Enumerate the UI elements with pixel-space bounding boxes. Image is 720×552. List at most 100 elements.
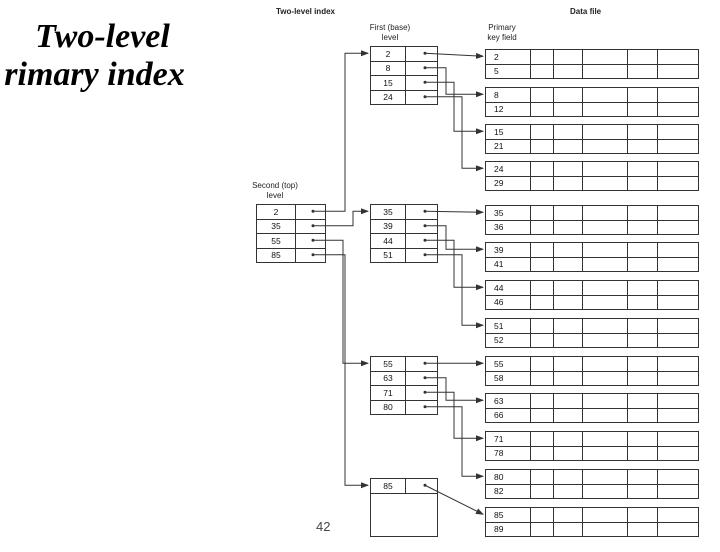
data-record-field: [553, 371, 582, 385]
data-record-field: [582, 220, 627, 234]
data-record-field: [553, 206, 582, 220]
data-record-field: [657, 220, 700, 234]
first-to-data-pointer: [424, 484, 484, 515]
data-record: 52: [485, 332, 700, 348]
data-record: 5: [485, 63, 699, 79]
data-record-field: [657, 281, 700, 295]
first-to-data-pointer: [425, 391, 484, 442]
second-level-entry-key: 2: [257, 205, 296, 219]
data-record-field: [627, 64, 657, 78]
data-record-field: [530, 281, 553, 295]
first-level-entry-key: 71: [371, 386, 406, 400]
first-level-entry: 39: [370, 218, 438, 234]
data-record-field: [657, 333, 700, 347]
second-level-entry-key: 85: [257, 248, 296, 262]
data-record-field: [582, 64, 627, 78]
data-record-field: [627, 257, 657, 271]
data-record-field: [553, 432, 582, 446]
pointer-dot: [423, 483, 427, 487]
data-record-field: [530, 408, 553, 422]
data-record-field: [627, 206, 657, 220]
data-record-field: [657, 162, 700, 176]
page-number: 42: [316, 519, 331, 534]
data-record-field: [530, 432, 553, 446]
data-record-field: [553, 295, 582, 309]
data-record-field: [582, 139, 627, 153]
data-record-field: [553, 319, 582, 333]
first-level-entry: 80: [370, 399, 438, 415]
data-record: 12: [485, 101, 700, 117]
second-to-first-pointer: [313, 254, 369, 489]
data-record-field: [627, 371, 657, 385]
second-level-label-line-1: Second (top): [252, 181, 298, 190]
second-level-label-line-2: level: [266, 191, 284, 200]
data-record-field: [582, 470, 627, 484]
title-line-1: Two-level: [35, 18, 170, 55]
first-level-entry-key: 63: [371, 371, 406, 385]
primary-key-label-line-1: Primary: [488, 23, 516, 32]
data-record-field: [627, 357, 657, 371]
data-record-field: [530, 257, 553, 271]
data-record: 89: [485, 521, 699, 537]
data-record-field: [553, 162, 582, 176]
data-record-field: [657, 446, 700, 460]
data-record-field: [657, 357, 700, 371]
data-record-field: [553, 50, 582, 64]
data-record-field: [553, 394, 582, 408]
data-record-field: [553, 281, 582, 295]
title-line-2: rimary index: [4, 56, 185, 93]
data-record-field: [657, 102, 700, 116]
first-level-entry-key: 2: [371, 47, 406, 61]
data-record-field: [657, 470, 700, 484]
data-record-field: [582, 394, 627, 408]
data-record-field: [582, 446, 627, 460]
pointer-dot: [423, 376, 427, 380]
first-level-entry-key: 44: [371, 234, 406, 248]
first-level-entry-key: 51: [371, 248, 406, 262]
data-record-field: [530, 102, 553, 116]
data-record: 36: [485, 219, 700, 235]
pointer-dot: [423, 51, 427, 55]
data-record-field: [627, 162, 657, 176]
data-record-field: [582, 432, 627, 446]
data-record-field: [657, 408, 700, 422]
data-record-field: [657, 88, 700, 102]
data-record-field: [553, 102, 582, 116]
data-record-field: [530, 125, 553, 139]
slide-title: Two-level rimary index: [0, 18, 205, 94]
data-record-field: [657, 295, 700, 309]
data-record-field: [553, 484, 582, 498]
data-record: 66: [485, 407, 700, 423]
data-record-field: [627, 88, 657, 102]
data-record-field: [530, 88, 553, 102]
first-level-entry-key: 55: [371, 357, 406, 371]
data-record-field: [657, 508, 700, 522]
first-level-entry: 51: [370, 247, 438, 263]
data-record-field: [627, 139, 657, 153]
data-record-field: [530, 371, 553, 385]
two-level-index-header: Two-level index: [276, 7, 335, 16]
first-level-entry-key: 39: [371, 219, 406, 233]
data-record-field: [627, 446, 657, 460]
data-record-field: [530, 394, 553, 408]
pointer-dot: [423, 405, 427, 409]
data-record-field: [627, 220, 657, 234]
pointer-dot: [311, 224, 315, 228]
data-record-field: [530, 243, 553, 257]
data-record-field: [530, 206, 553, 220]
data-record-field: [657, 371, 700, 385]
data-record-field: [627, 319, 657, 333]
first-to-data-pointer: [425, 225, 484, 253]
data-record: 46: [485, 294, 700, 310]
data-record: 35: [485, 205, 699, 221]
data-record-field: [553, 220, 582, 234]
data-record-field: [627, 295, 657, 309]
data-record-field: [582, 50, 627, 64]
data-record-field: [553, 64, 582, 78]
first-level-entry-key: 15: [371, 76, 406, 90]
pointer-dot: [423, 361, 427, 365]
data-record-field: [530, 176, 553, 190]
data-record: 41: [485, 256, 699, 272]
data-record-field: [582, 102, 627, 116]
